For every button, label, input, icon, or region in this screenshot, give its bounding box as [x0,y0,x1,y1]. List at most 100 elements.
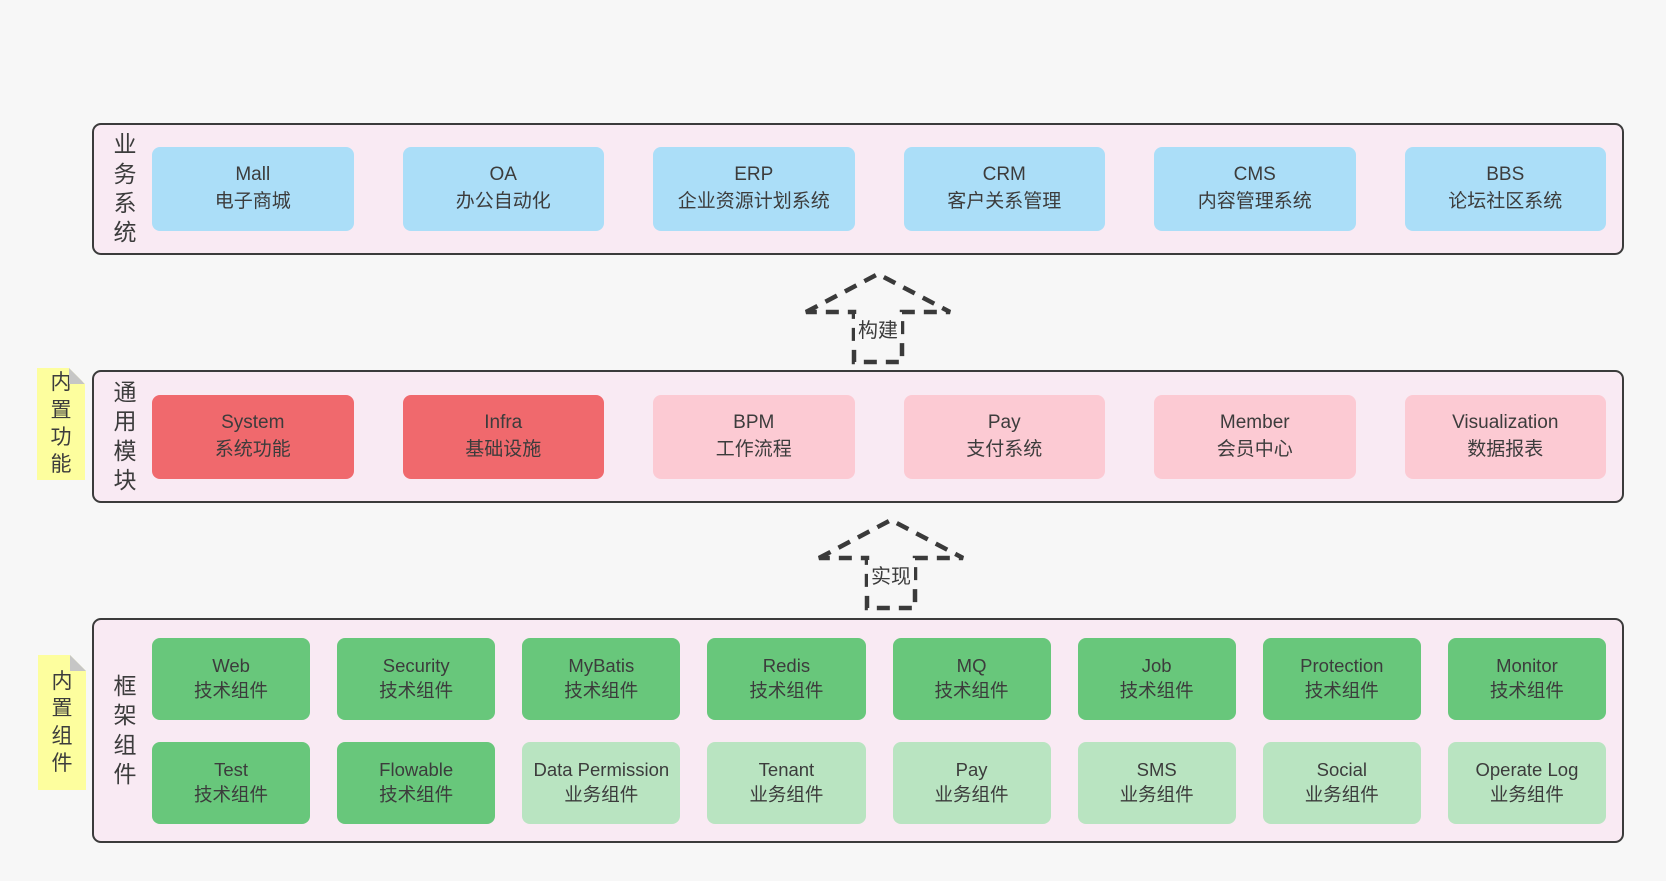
box-subtitle: 内容管理系统 [1197,191,1312,212]
build-arrow-label: 构建 [855,314,901,343]
box-member: Member 会员中心 [1154,394,1356,479]
box-title: Pay [987,411,1021,433]
box-subtitle: 系统功能 [214,438,291,460]
box-erp: ERP 企业资源计划系统 [653,147,855,231]
box-subtitle: 技术组件 [749,679,824,701]
framework-components-grid: Web 技术组件 Security 技术组件 MyBatis 技术组件 Redi… [152,620,1606,841]
box-subtitle: 办公自动化 [455,191,551,212]
box-job: Job 技术组件 [1077,637,1236,720]
band-business-systems: 业务系统 Mall 电子商城 OA 办公自动化 ERP 企业资源计划系统 CRM… [92,123,1624,255]
box-subtitle: 业务组件 [934,783,1009,805]
band-label-text: 业务系统 [113,131,137,246]
box-subtitle: 技术组件 [1304,679,1379,701]
box-title: CRM [982,164,1026,186]
box-web: Web 技术组件 [152,637,311,720]
box-title: Web [212,655,250,677]
box-subtitle: 技术组件 [1119,679,1194,701]
box-mybatis: MyBatis 技术组件 [522,637,681,720]
box-bpm: BPM 工作流程 [653,394,855,479]
box-title: BPM [733,411,775,433]
box-flowable: Flowable 技术组件 [337,741,496,824]
box-redis: Redis 技术组件 [707,637,866,720]
box-sms: SMS 业务组件 [1077,741,1236,824]
box-title: Test [214,759,249,781]
box-title: Monitor [1496,655,1558,677]
box-subtitle: 企业资源计划系统 [677,191,830,212]
box-mall: Mall 电子商城 [152,147,354,231]
box-title: SMS [1136,759,1177,781]
band-label-common-modules: 通用模块 [108,372,142,501]
box-title: Security [382,655,450,677]
band-label-business-systems: 业务系统 [108,125,142,253]
box-operate-log: Operate Log 业务组件 [1447,741,1606,824]
sticky-note-text: 内置组件 [51,669,73,775]
box-subtitle: 业务组件 [564,783,639,805]
box-title: Social [1316,759,1367,781]
box-cms: CMS 内容管理系统 [1154,147,1356,231]
box-subtitle: 业务组件 [1119,783,1194,805]
box-title: Visualization [1452,411,1559,433]
box-oa: OA 办公自动化 [402,147,604,231]
box-title: Protection [1300,655,1384,677]
box-title: Job [1141,655,1172,677]
box-visualization: Visualization 数据报表 [1404,394,1606,479]
box-subtitle: 技术组件 [379,679,454,701]
box-security: Security 技术组件 [337,637,496,720]
box-subtitle: 技术组件 [379,783,454,805]
box-system: System 系统功能 [152,394,354,479]
box-title: System [221,411,285,433]
box-title: BBS [1486,164,1525,186]
box-crm: CRM 客户关系管理 [903,147,1105,231]
box-title: Mall [235,164,271,186]
box-title: MQ [956,655,987,677]
box-subtitle: 业务组件 [749,783,824,805]
box-social: Social 业务组件 [1262,741,1421,824]
box-subtitle: 技术组件 [194,679,269,701]
box-data-permission: Data Permission 业务组件 [522,741,681,824]
box-subtitle: 会员中心 [1216,438,1293,460]
up-arrow-icon [804,271,952,365]
box-pay-component: Pay 业务组件 [892,741,1051,824]
box-subtitle: 论坛社区系统 [1448,191,1563,212]
box-title: Infra [484,411,523,433]
up-arrow-icon [817,517,965,611]
box-subtitle: 数据报表 [1467,438,1544,460]
band-common-modules: 通用模块 System 系统功能 Infra 基础设施 BPM 工作流程 Pay… [92,370,1624,503]
box-subtitle: 业务组件 [1304,783,1379,805]
build-arrow: 构建 [798,268,958,368]
sticky-note-text: 内置功能 [50,371,72,477]
box-protection: Protection 技术组件 [1262,637,1421,720]
sticky-note-built-in-features: 内置功能 [37,368,85,480]
band-framework-components: 框架组件 Web 技术组件 Security 技术组件 MyBatis 技术组件… [92,618,1624,843]
box-title: OA [489,164,517,186]
box-title: Tenant [758,759,815,781]
box-bbs: BBS 论坛社区系统 [1404,147,1606,231]
band-label-framework-components: 框架组件 [108,620,142,841]
box-title: Member [1219,411,1290,433]
box-title: Flowable [379,759,454,781]
box-infra: Infra 基础设施 [402,394,604,479]
box-title: Data Permission [533,759,670,781]
box-test: Test 技术组件 [152,741,311,824]
box-monitor: Monitor 技术组件 [1447,637,1606,720]
box-subtitle: 客户关系管理 [947,191,1062,212]
box-subtitle: 支付系统 [966,438,1043,460]
band-label-text: 框架组件 [113,672,137,787]
box-pay-system: Pay 支付系统 [903,394,1105,479]
box-title: CMS [1233,164,1276,186]
box-subtitle: 技术组件 [564,679,639,701]
box-title: Operate Log [1475,759,1579,781]
box-title: Redis [762,655,811,677]
band-label-text: 通用模块 [113,378,137,493]
implement-arrow-label: 实现 [868,560,914,589]
common-modules-grid: System 系统功能 Infra 基础设施 BPM 工作流程 Pay 支付系统… [152,372,1606,501]
implement-arrow: 实现 [811,514,971,614]
box-title: MyBatis [568,655,635,677]
box-tenant: Tenant 业务组件 [707,741,866,824]
business-systems-grid: Mall 电子商城 OA 办公自动化 ERP 企业资源计划系统 CRM 客户关系… [152,125,1606,253]
box-subtitle: 业务组件 [1489,783,1564,805]
box-subtitle: 技术组件 [1489,679,1564,701]
box-subtitle: 工作流程 [715,438,792,460]
box-subtitle: 基础设施 [465,438,542,460]
box-title: ERP [734,164,774,186]
